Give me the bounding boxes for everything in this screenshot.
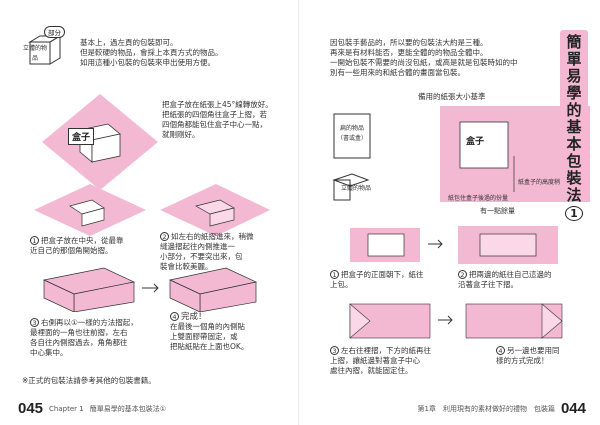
step-1-2-drawings <box>34 184 270 236</box>
left-footer: 045 Chapter 1 簡單易學的基本包裝法① <box>18 400 166 417</box>
chapter-label: Chapter 1 <box>49 404 84 413</box>
corner-tag: 部分 <box>44 26 65 38</box>
intro-text: 基本上，過左頁的包裝即可。 但是較硬的物品，會採上本頁方式的物品。 如用這種小包… <box>80 38 223 67</box>
diamond-paper-diagram <box>42 94 158 190</box>
box-label: 盒子 <box>68 128 95 145</box>
cube-label: 立體的物品 <box>340 185 371 192</box>
vertical-chapter-title: 簡 單 易 學 的 基 本 包 裝 法 1 <box>560 30 588 221</box>
step-3-4-drawings <box>42 267 258 312</box>
right-footer: 第1章 利用現有的素材做好的禮物 包裝篇 044 <box>418 400 586 417</box>
footnote: ※正式的包裝法請參考其他的包裝書籍。 <box>22 376 156 385</box>
right-step-1-2-drawings <box>350 226 558 264</box>
page-number: 044 <box>560 400 586 417</box>
intro-text: 因包裝手藝品的，所以要的包裝法大約是三種。 再來是有材料能否，更能全體的的物品全… <box>330 38 518 77</box>
flat-label: 扁的物品（書或盒） <box>336 125 367 142</box>
running-title: 簡單易學的基本包裝法① <box>89 404 166 413</box>
running-title: 第1章 利用現有的素材做好的禮物 包裝篇 <box>417 404 555 413</box>
width-label: 紙包住盒子後過的份量 <box>448 195 509 202</box>
note-top: 把盒子放在紙張上45°線轉放好。 把紙張的四個角往盒子上摺，若 四個角都能包住盒… <box>162 100 273 139</box>
left-page: 立體的物品 部分 基本上，過左頁的包裝即可。 但是較硬的物品，會採上本頁方式的物… <box>18 26 273 417</box>
box-label: 盒子 <box>466 137 485 147</box>
margin-label: 有一點餘量 <box>480 207 515 215</box>
cube-label: 立體的物品 <box>22 45 47 62</box>
right-step-3-4-drawings <box>349 303 563 339</box>
height-label: 紙盒子的高度稍一點 <box>518 179 573 186</box>
page-number: 045 <box>18 400 44 417</box>
chapter-number: 1 <box>565 206 583 221</box>
right-page: 因包裝手藝品的，所以要的包裝法大約是三種。 再來是有材料能否，更能全體的的物品全… <box>300 0 600 425</box>
diagram-title: 備用的紙張大小基準 <box>418 92 486 101</box>
